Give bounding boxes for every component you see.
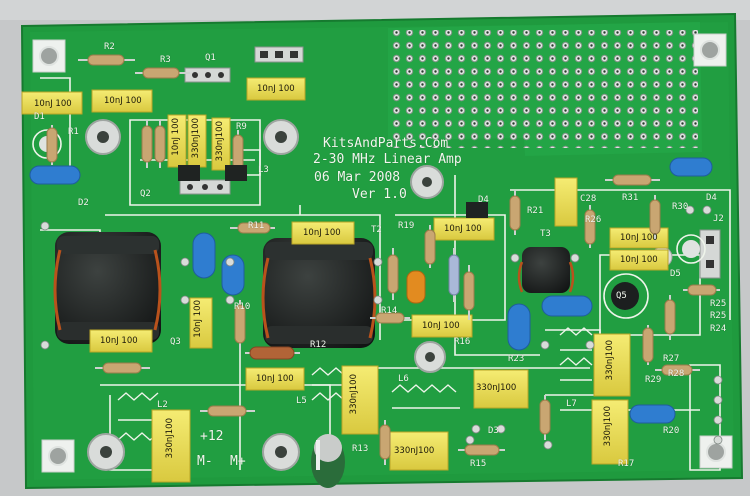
toroid-transformers [53, 232, 575, 348]
transistors [178, 165, 488, 218]
coil-silkscreens [117, 327, 593, 441]
vias [40, 205, 723, 450]
pin-headers [179, 46, 721, 279]
tantalum-capacitor [406, 270, 426, 304]
resistors [46, 54, 720, 465]
yellow-box-capacitors [21, 77, 669, 483]
blue-capacitors [29, 157, 713, 424]
electrolytic-capacitor [311, 434, 345, 488]
large-pads [85, 119, 446, 471]
mounting-holes [32, 33, 733, 473]
